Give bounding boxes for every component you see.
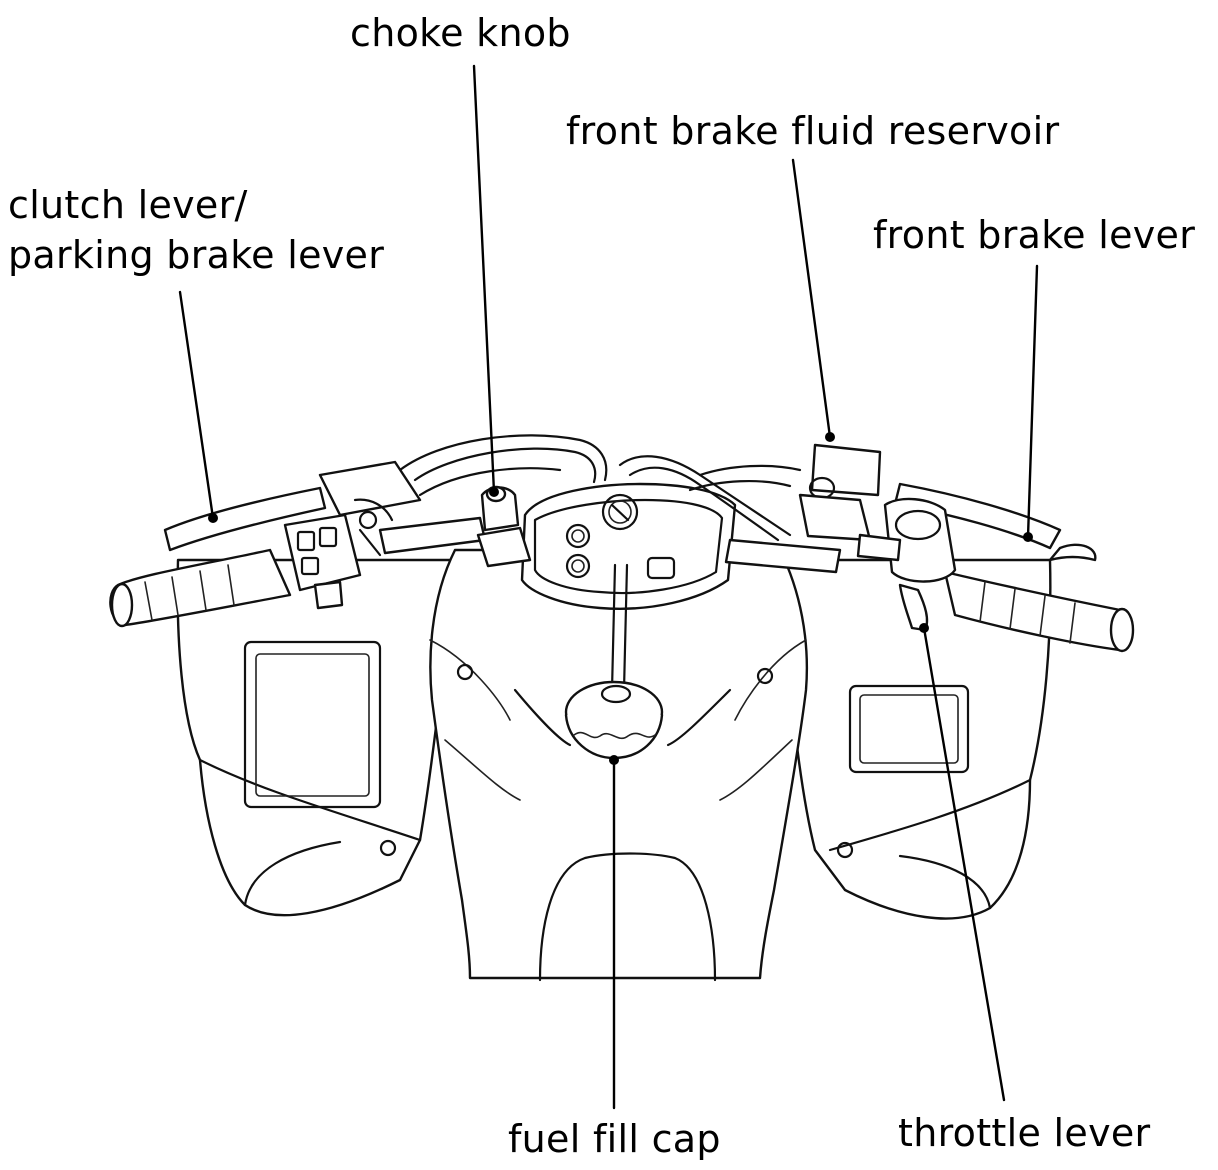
throttle-lever-label: throttle lever — [898, 1108, 1150, 1158]
front-brake-fluid-reservoir-label: front brake fluid reservoir — [566, 106, 1059, 156]
fuel-fill-cap-text: fuel fill cap — [508, 1114, 721, 1164]
clutch-lever-text-line1: clutch lever/ — [8, 180, 384, 230]
clutch-lever-text-line2: parking brake lever — [8, 230, 384, 280]
clutch-lever-label: clutch lever/ parking brake lever — [8, 180, 384, 280]
fuel-fill-cap-label: fuel fill cap — [508, 1114, 721, 1164]
choke-assembly — [478, 487, 530, 566]
instrument-housing — [522, 484, 735, 609]
choke-knob-text: choke knob — [350, 8, 571, 58]
throttle-lever-text: throttle lever — [898, 1108, 1150, 1158]
front-brake-fluid-reservoir-text: front brake fluid reservoir — [566, 106, 1059, 156]
left-fender — [178, 560, 455, 915]
center-body — [430, 550, 807, 980]
front-brake-lever-label: front brake lever — [873, 210, 1195, 260]
choke-knob-label: choke knob — [350, 8, 571, 58]
front-brake-lever-text: front brake lever — [873, 210, 1195, 260]
